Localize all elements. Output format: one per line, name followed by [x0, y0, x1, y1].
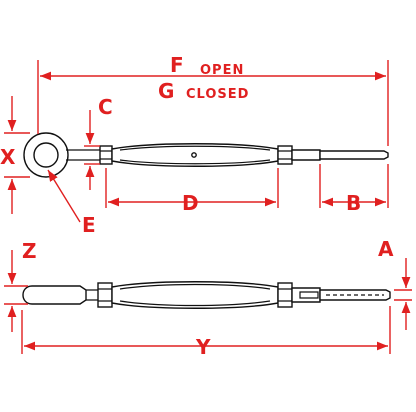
dim-d [105, 168, 279, 208]
left-nut [99, 145, 113, 165]
eye-shank [66, 149, 100, 161]
tongue [22, 285, 87, 305]
label-y: Y [195, 335, 211, 359]
label-a: A [378, 237, 394, 261]
side-view [22, 281, 391, 309]
side-right-nut [277, 282, 293, 308]
eye-inner [33, 142, 59, 168]
dim-c [84, 110, 100, 190]
label-closed: CLOSED [186, 87, 249, 102]
label-z: Z [22, 239, 37, 263]
dim-a [394, 258, 412, 330]
dim-e [47, 169, 81, 223]
label-d: D [182, 191, 199, 215]
label-g: G [158, 79, 174, 103]
label-x: X [0, 145, 16, 169]
side-body [111, 281, 279, 309]
top-view [23, 132, 389, 178]
swage-end [319, 150, 389, 160]
label-c: C [98, 95, 113, 119]
stud [291, 149, 321, 161]
side-left-nut [97, 282, 113, 308]
label-f: F [170, 53, 184, 77]
body-hole [191, 152, 197, 158]
label-e: E [82, 213, 96, 237]
label-b: B [346, 191, 361, 215]
right-nut [277, 145, 293, 165]
dim-fg [37, 60, 389, 146]
swage-slot [299, 291, 319, 299]
dim-x [4, 96, 30, 214]
label-open: OPEN [200, 63, 244, 78]
dim-y [21, 306, 391, 354]
dim-b [319, 164, 389, 208]
dim-z [4, 250, 28, 332]
